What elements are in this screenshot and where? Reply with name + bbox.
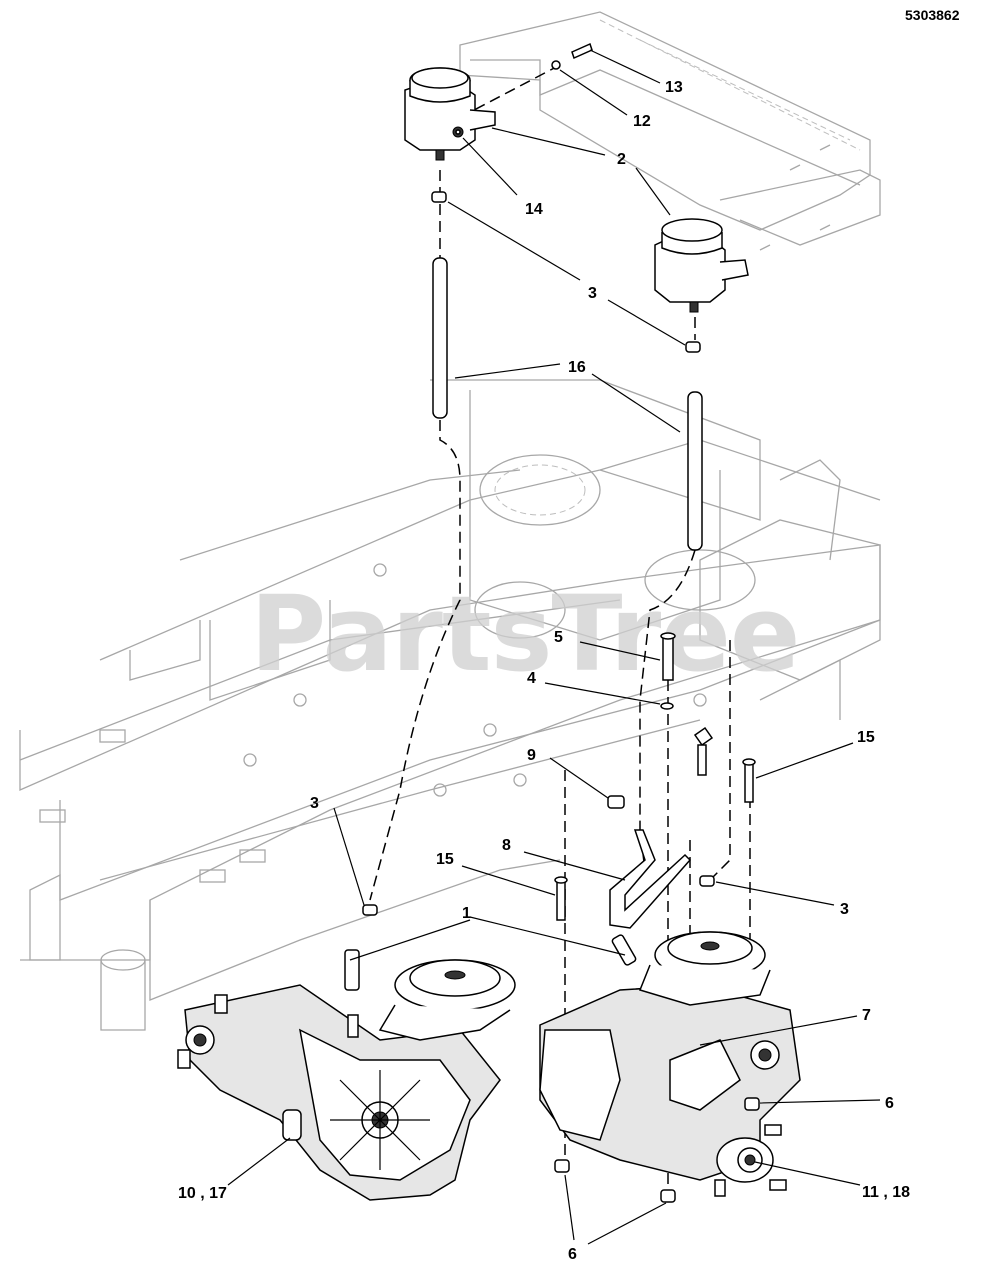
callout-6-right: 6: [885, 1095, 894, 1112]
callout-3-top: 3: [588, 285, 597, 302]
hoses: [432, 257, 703, 551]
leader-lines: [227, 49, 881, 1245]
callout-2: 2: [617, 151, 626, 168]
nuts: [554, 1097, 760, 1203]
hose-clamps: [362, 191, 715, 916]
callout-5: 5: [554, 629, 563, 646]
callout-4: 4: [527, 670, 536, 687]
callouts: 5303862 13 12 2 14 3 16 5 4 9 15 3 8 15 …: [178, 7, 960, 1263]
callout-11-18: 11 , 18: [862, 1184, 910, 1201]
callout-7: 7: [862, 1007, 871, 1024]
document-number: 5303862: [905, 7, 960, 23]
callout-15-right: 15: [857, 729, 875, 746]
hardware-top: [455, 42, 593, 135]
watermark: PartsTree: [250, 573, 799, 695]
reservoir-tank-right: [654, 218, 749, 313]
callout-16: 16: [568, 359, 586, 376]
transaxle-left: [177, 949, 516, 1201]
bolts-and-brackets: [554, 632, 756, 929]
reservoir-tank-left: [404, 67, 496, 161]
callout-13: 13: [665, 79, 683, 96]
callout-6-bottom: 6: [568, 1246, 577, 1263]
callout-15-left: 15: [436, 851, 454, 868]
transaxle-right: [539, 931, 801, 1197]
callout-9: 9: [527, 747, 536, 764]
callout-1: 1: [462, 905, 471, 922]
callout-3-left: 3: [310, 795, 319, 812]
chassis-frame: [19, 11, 881, 1031]
callout-8: 8: [502, 837, 511, 854]
callout-10-17: 10 , 17: [178, 1185, 227, 1202]
callout-3-right: 3: [840, 901, 849, 918]
callout-12: 12: [633, 113, 651, 130]
callout-14: 14: [525, 201, 543, 218]
